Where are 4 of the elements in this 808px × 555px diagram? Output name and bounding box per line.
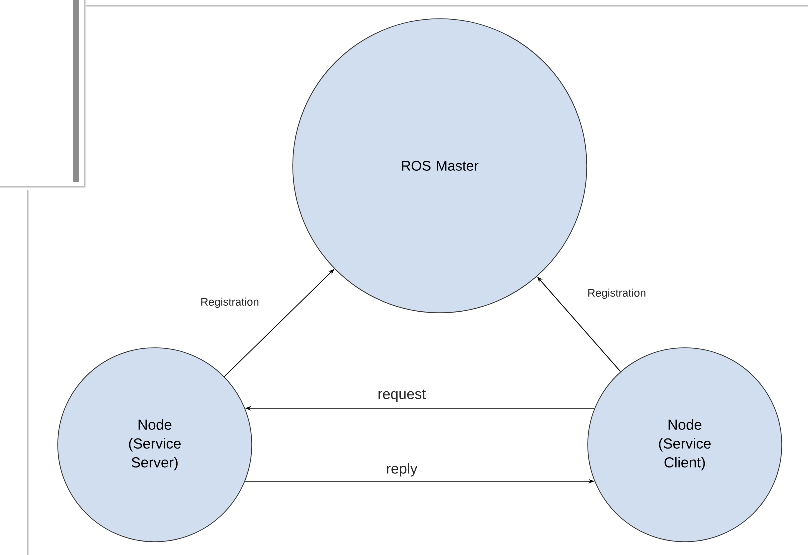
edge-label: Registration [586,288,648,300]
edge-label: reply [385,462,419,478]
edge-label: Registration [200,296,260,310]
edge-label: request [376,388,428,404]
